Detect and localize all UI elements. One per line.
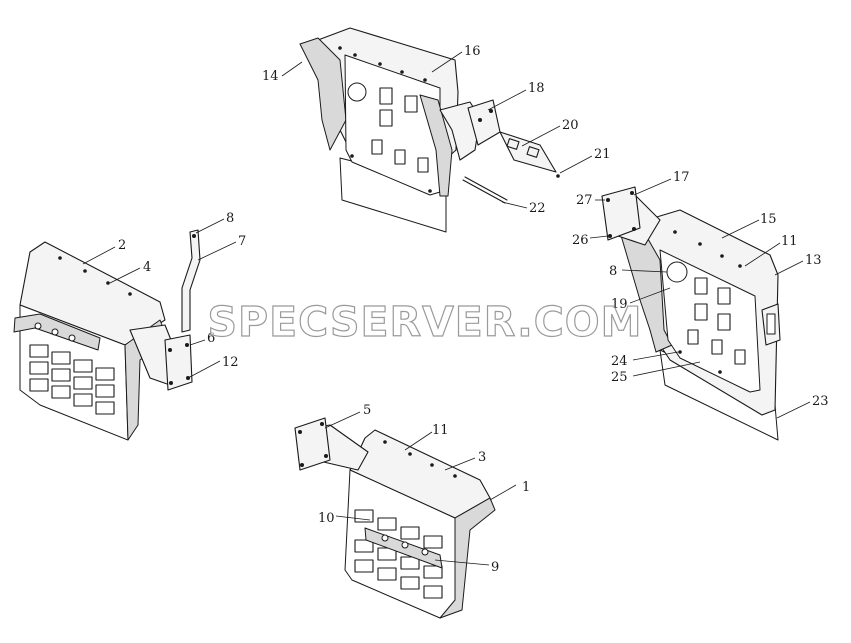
- top-fender-side-plate: [299, 37, 347, 151]
- watermark-text: SPECSERVER.COM: [208, 298, 643, 346]
- top-rod-22: [462, 176, 508, 204]
- callout-25: 25: [611, 370, 628, 385]
- right-mudguard-assembly: [601, 186, 781, 441]
- callout-18: 18: [528, 81, 545, 96]
- left-grid-cells: [29, 344, 115, 415]
- callout-2: 2: [118, 238, 126, 253]
- callout-22: 22: [529, 201, 546, 216]
- leader-lines: [82, 51, 811, 566]
- top-slot-6: [417, 157, 429, 173]
- callout-17: 17: [673, 170, 690, 185]
- top-slot-4: [371, 139, 383, 155]
- right-lamp: [666, 261, 688, 283]
- top-mudguard-assembly: [299, 27, 560, 233]
- callout-5: 5: [363, 403, 371, 418]
- callout-24: 24: [611, 354, 628, 369]
- callout-1: 1: [522, 480, 530, 495]
- callout-23: 23: [812, 394, 829, 409]
- right-mount-plate: [601, 186, 641, 241]
- callout-13: 13: [805, 253, 822, 268]
- callout-26: 26: [572, 233, 589, 248]
- callout-6: 6: [207, 331, 215, 346]
- top-slot-5: [394, 149, 406, 165]
- callout-11-right: 11: [781, 234, 798, 249]
- bottom-mount-plate: [294, 417, 331, 471]
- callout-14: 14: [262, 69, 279, 84]
- callout-7: 7: [238, 234, 246, 249]
- callout-10: 10: [318, 511, 335, 526]
- bottom-fender-curved-side: [439, 497, 496, 619]
- bottom-mudguard-assembly: [294, 417, 496, 619]
- left-strap-bracket: [181, 229, 201, 333]
- top-curved-rib: [419, 94, 453, 197]
- callout-11-bottom: 11: [432, 423, 449, 438]
- callout-8-right: 8: [609, 264, 617, 279]
- left-mudguard-assembly: [13, 229, 201, 441]
- callout-21: 21: [594, 147, 611, 162]
- top-slot-3: [404, 95, 418, 113]
- callout-4: 4: [143, 260, 151, 275]
- top-slot-1: [379, 87, 393, 105]
- callout-20: 20: [562, 118, 579, 133]
- callout-8-left: 8: [226, 211, 234, 226]
- callout-labels: 1 2 3 4 5 6 7 8 8 9 10 11 11 12 13 14 15…: [118, 44, 829, 575]
- top-slot-2: [379, 109, 393, 127]
- callout-19: 19: [611, 297, 628, 312]
- left-fender-curved-side: [124, 319, 169, 441]
- callout-15: 15: [760, 212, 777, 227]
- callout-3: 3: [478, 450, 486, 465]
- top-lamp: [347, 82, 367, 102]
- callout-16: 16: [464, 44, 481, 59]
- left-mount-plate: [164, 334, 193, 391]
- callout-9: 9: [491, 560, 499, 575]
- callout-12: 12: [222, 355, 239, 370]
- callout-27: 27: [576, 193, 593, 208]
